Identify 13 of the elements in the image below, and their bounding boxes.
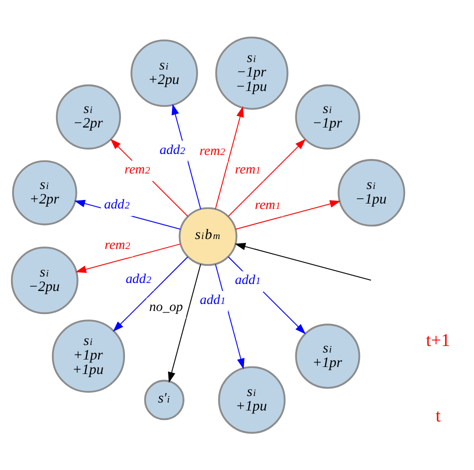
edge-label: no_op xyxy=(149,298,183,314)
label: t+1 xyxy=(426,330,450,350)
label: t xyxy=(436,405,441,426)
edge-label: add1 xyxy=(200,292,226,307)
edge-label: rem2 xyxy=(200,142,226,158)
edge-label: rem1 xyxy=(235,161,261,176)
edge-label: rem2 xyxy=(124,161,150,176)
edge-label: rem2 xyxy=(104,236,130,252)
edge-label: add2 xyxy=(160,141,186,156)
edge-label: rem1 xyxy=(254,196,280,212)
edge-label: add1 xyxy=(235,272,261,287)
edge-label: add2 xyxy=(126,270,152,286)
edge-label: add2 xyxy=(104,196,130,212)
